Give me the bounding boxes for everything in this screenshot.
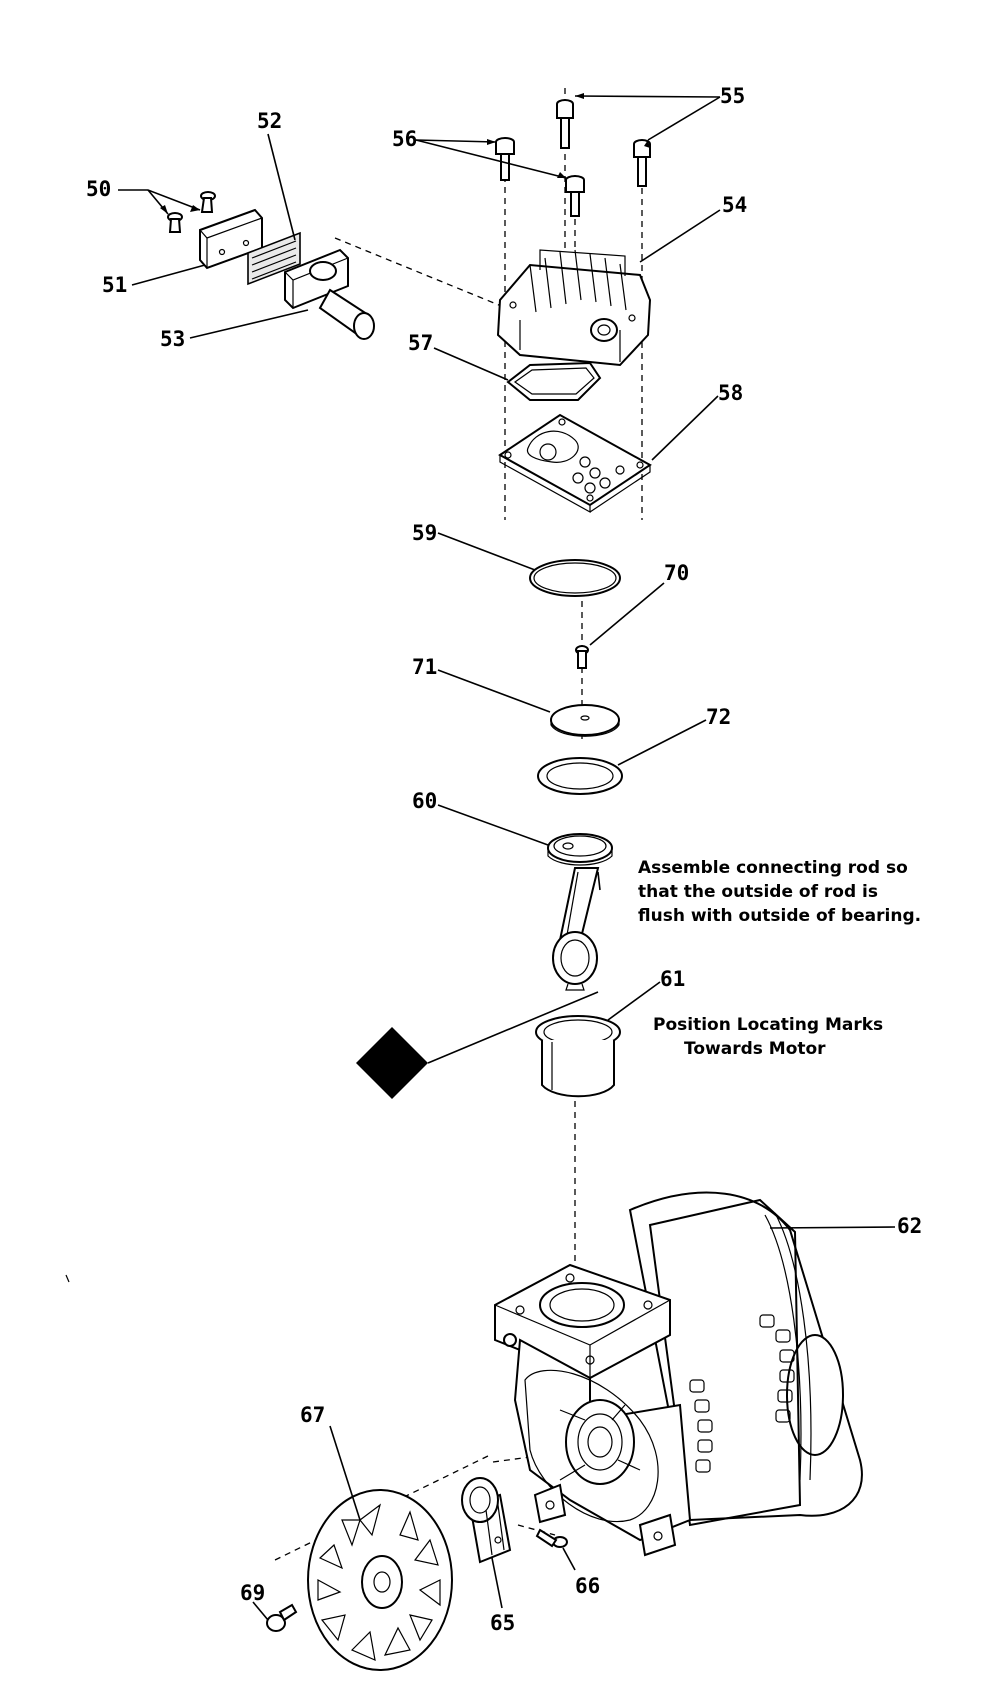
label-66: 66 xyxy=(575,1574,600,1598)
valve-disc-72 xyxy=(537,757,623,795)
note-rod-line-3: flush with outside of bearing. xyxy=(638,906,921,926)
filter-element-52 xyxy=(247,231,301,286)
bolt-55-a xyxy=(556,99,574,149)
note-locating-marks: Position Locating Marks Towards Motor xyxy=(653,1015,883,1059)
label-56: 56 xyxy=(392,127,417,151)
label-67: 67 xyxy=(300,1403,325,1427)
label-62: 62 xyxy=(897,1214,922,1238)
retainer-plate-71 xyxy=(550,704,620,737)
label-71: 71 xyxy=(412,655,437,679)
bolt-55-b xyxy=(633,139,651,187)
note-marks-line-2: Towards Motor xyxy=(684,1039,826,1059)
leader-lines xyxy=(118,95,896,1621)
head-gasket-57 xyxy=(506,361,602,401)
crank-eccentric-65 xyxy=(461,1477,512,1564)
bolt-56-b xyxy=(565,175,585,217)
note-connecting-rod: Assemble connecting rod so that the outs… xyxy=(638,858,921,926)
label-59: 59 xyxy=(412,521,437,545)
label-55: 55 xyxy=(720,84,745,108)
locating-mark-diamond xyxy=(356,1027,428,1099)
label-61: 61 xyxy=(660,967,685,991)
cylinder-head-54 xyxy=(496,249,652,367)
label-51: 51 xyxy=(102,273,127,297)
label-57: 57 xyxy=(408,331,433,355)
screw-50-a xyxy=(200,191,216,213)
cooling-fan-67 xyxy=(307,1489,453,1671)
label-50: 50 xyxy=(86,177,111,201)
screw-50-b xyxy=(167,212,183,233)
valve-plate-58 xyxy=(498,413,652,514)
stray-mark xyxy=(65,1274,70,1283)
label-72: 72 xyxy=(706,705,731,729)
screw-70 xyxy=(575,645,589,669)
bearing-sleeve-61 xyxy=(535,1015,621,1098)
screw-66 xyxy=(535,1528,568,1548)
label-52: 52 xyxy=(257,109,282,133)
label-70: 70 xyxy=(664,561,689,585)
connecting-rod-60 xyxy=(547,833,613,991)
note-rod-line-1: Assemble connecting rod so xyxy=(638,858,908,878)
label-53: 53 xyxy=(160,327,185,351)
label-60: 60 xyxy=(412,789,437,813)
bolt-56-a xyxy=(495,137,515,181)
o-ring-59 xyxy=(529,559,621,597)
label-69: 69 xyxy=(240,1581,265,1605)
note-rod-line-2: that the outside of rod is xyxy=(638,882,878,902)
label-58: 58 xyxy=(718,381,743,405)
note-marks-line-1: Position Locating Marks xyxy=(653,1015,883,1035)
filter-housing-53 xyxy=(284,248,375,340)
leader-arrowheads xyxy=(160,93,650,214)
label-65: 65 xyxy=(490,1611,515,1635)
label-54: 54 xyxy=(722,193,747,217)
part-labels: 50 51 52 53 54 55 56 57 58 59 60 61 62 6… xyxy=(86,84,922,1635)
motor-crankcase-62 xyxy=(494,1191,863,1557)
bolt-69 xyxy=(266,1603,298,1632)
